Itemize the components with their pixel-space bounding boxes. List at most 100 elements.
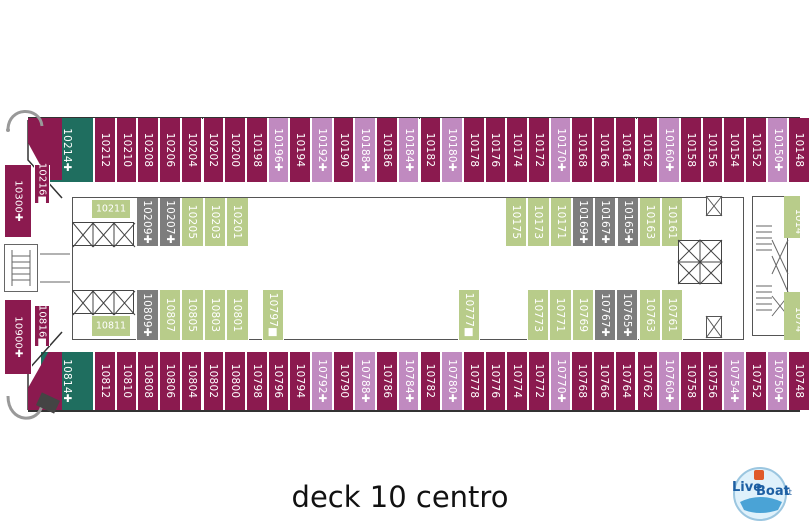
- inner-cabin-10765[interactable]: 10765✚: [616, 290, 639, 340]
- cabin-10150[interactable]: 10150✚: [766, 118, 789, 182]
- room-10797[interactable]: 10797■: [262, 290, 284, 340]
- cabin-10156[interactable]: 10156: [701, 118, 724, 182]
- cabin-10178[interactable]: 10178: [462, 118, 485, 182]
- cabin-10208[interactable]: 10208: [137, 118, 160, 182]
- cabin-10782[interactable]: 10782: [419, 352, 442, 410]
- cabin-10808[interactable]: 10808: [137, 352, 160, 410]
- cabin-10196[interactable]: 10196✚: [267, 118, 290, 182]
- inner-cabin-10769[interactable]: 10769: [571, 290, 594, 340]
- inner-cabin-10773[interactable]: 10773: [527, 290, 550, 340]
- cabin-10198[interactable]: 10198: [245, 118, 268, 182]
- cabin-10188[interactable]: 10188✚: [354, 118, 377, 182]
- cabin-10186[interactable]: 10186: [376, 118, 398, 182]
- inner-cabin-10171[interactable]: 10171: [549, 198, 572, 246]
- room-10811[interactable]: 10811: [92, 316, 130, 336]
- inner-cabin-10763[interactable]: 10763: [638, 290, 661, 340]
- inner-cabin-10807[interactable]: 10807: [158, 290, 181, 340]
- cabin-10786[interactable]: 10786: [376, 352, 398, 410]
- cabin-10164[interactable]: 10164: [614, 118, 637, 182]
- cabin-10194[interactable]: 10194: [289, 118, 311, 182]
- cabin-10148[interactable]: 10148: [788, 118, 810, 182]
- cabin-10768[interactable]: 10768: [571, 352, 594, 410]
- cabin-10788[interactable]: 10788✚: [354, 352, 377, 410]
- inner-cabin-10203[interactable]: 10203: [203, 198, 226, 246]
- cabin-10792[interactable]: 10792✚: [311, 352, 333, 410]
- cabin-10158[interactable]: 10158: [679, 118, 702, 182]
- cabin-10174[interactable]: 10174: [506, 118, 528, 182]
- inner-cabin-10205[interactable]: 10205: [181, 198, 204, 246]
- cabin-10748[interactable]: 10748: [788, 352, 810, 410]
- cabin-10210[interactable]: 10210: [115, 118, 138, 182]
- cabin-10204[interactable]: 10204: [180, 118, 203, 182]
- cabin-10166[interactable]: 10166: [593, 118, 615, 182]
- cabin-10806[interactable]: 10806: [159, 352, 181, 410]
- cabin-10774[interactable]: 10774: [506, 352, 528, 410]
- cabin-10752[interactable]: 10752: [745, 352, 767, 410]
- cabin-10754[interactable]: 10754✚: [723, 352, 745, 410]
- cabin-10206[interactable]: 10206: [159, 118, 181, 182]
- cabin-10802[interactable]: 10802: [202, 352, 225, 410]
- inner-cabin-10207[interactable]: 10207✚: [158, 198, 181, 246]
- cabin-10762[interactable]: 10762: [636, 352, 659, 410]
- cabin-10154[interactable]: 10154: [723, 118, 745, 182]
- room-10777[interactable]: 10777■: [458, 290, 480, 340]
- cabin-10756[interactable]: 10756: [701, 352, 724, 410]
- inner-cabin-10163[interactable]: 10163: [638, 198, 662, 246]
- inner-cabin-10209[interactable]: 10209✚: [136, 198, 159, 246]
- inner-cabin-10167[interactable]: 10167✚: [594, 198, 617, 246]
- cabin-10200[interactable]: 10200: [224, 118, 246, 182]
- inner-cabin-10767[interactable]: 10767✚: [593, 290, 617, 340]
- cabin-10152[interactable]: 10152: [745, 118, 767, 182]
- inner-cabin-10161[interactable]: 10161: [661, 198, 684, 246]
- cabin-10764[interactable]: 10764: [614, 352, 637, 410]
- cabin-10780[interactable]: 10780✚: [441, 352, 463, 410]
- cabin-10784[interactable]: 10784✚: [397, 352, 420, 410]
- cabin-10750[interactable]: 10750✚: [766, 352, 789, 410]
- cabin-10796[interactable]: 10796: [267, 352, 290, 410]
- cabin-10180[interactable]: 10180✚: [441, 118, 463, 182]
- inner-cabin-10805[interactable]: 10805: [181, 290, 204, 340]
- cabin-10162[interactable]: 10162: [636, 118, 659, 182]
- cabin-10900[interactable]: 10900✚: [4, 300, 32, 374]
- inner-cabin-10165[interactable]: 10165✚: [616, 198, 639, 246]
- cabin-10747[interactable]: 1074: [784, 292, 804, 340]
- cabin-10810[interactable]: 10810: [115, 352, 138, 410]
- cabin-10170[interactable]: 10170✚: [549, 118, 572, 182]
- cabin-10772[interactable]: 10772: [528, 352, 550, 410]
- cabin-10816[interactable]: 10816■: [34, 305, 50, 347]
- cabin-10770[interactable]: 10770✚: [549, 352, 572, 410]
- cabin-10192[interactable]: 10192✚: [311, 118, 333, 182]
- cabin-10182[interactable]: 10182: [419, 118, 442, 182]
- cabin-10760[interactable]: 10760✚: [658, 352, 680, 410]
- cabin-10758[interactable]: 10758: [679, 352, 702, 410]
- cabin-10804[interactable]: 10804: [180, 352, 203, 410]
- inner-cabin-10761[interactable]: 10761: [660, 290, 684, 340]
- cabin-10778[interactable]: 10778: [462, 352, 485, 410]
- cabin-10202[interactable]: 10202: [202, 118, 225, 182]
- cabin-10190[interactable]: 10190: [332, 118, 355, 182]
- inner-cabin-10169[interactable]: 10169✚: [571, 198, 595, 246]
- inner-cabin-10801[interactable]: 10801: [226, 290, 249, 340]
- cabin-10776[interactable]: 10776: [484, 352, 507, 410]
- cabin-10176[interactable]: 10176: [484, 118, 507, 182]
- cabin-10172[interactable]: 10172: [528, 118, 550, 182]
- cabin-10812[interactable]: 10812: [94, 352, 116, 410]
- cabin-10794[interactable]: 10794: [289, 352, 311, 410]
- inner-cabin-10173[interactable]: 10173: [527, 198, 550, 246]
- cabin-10766[interactable]: 10766: [593, 352, 615, 410]
- cabin-10212[interactable]: 10212: [94, 118, 116, 182]
- inner-cabin-10201[interactable]: 10201: [226, 198, 249, 246]
- inner-cabin-10175[interactable]: 10175: [505, 198, 528, 246]
- cabin-10184[interactable]: 10184✚: [397, 118, 420, 182]
- inner-cabin-10803[interactable]: 10803: [203, 290, 226, 340]
- cabin-10160[interactable]: 10160✚: [658, 118, 680, 182]
- cabin-10147[interactable]: 1014: [784, 196, 804, 238]
- inner-cabin-10809[interactable]: 10809✚: [136, 290, 159, 340]
- cabin-10216[interactable]: 10216■: [34, 163, 50, 205]
- inner-cabin-10771[interactable]: 10771: [549, 290, 572, 340]
- cabin-10800[interactable]: 10800: [224, 352, 246, 410]
- cabin-10168[interactable]: 10168: [571, 118, 594, 182]
- room-10211[interactable]: 10211: [92, 200, 130, 218]
- cabin-10790[interactable]: 10790: [332, 352, 355, 410]
- cabin-10798[interactable]: 10798: [245, 352, 268, 410]
